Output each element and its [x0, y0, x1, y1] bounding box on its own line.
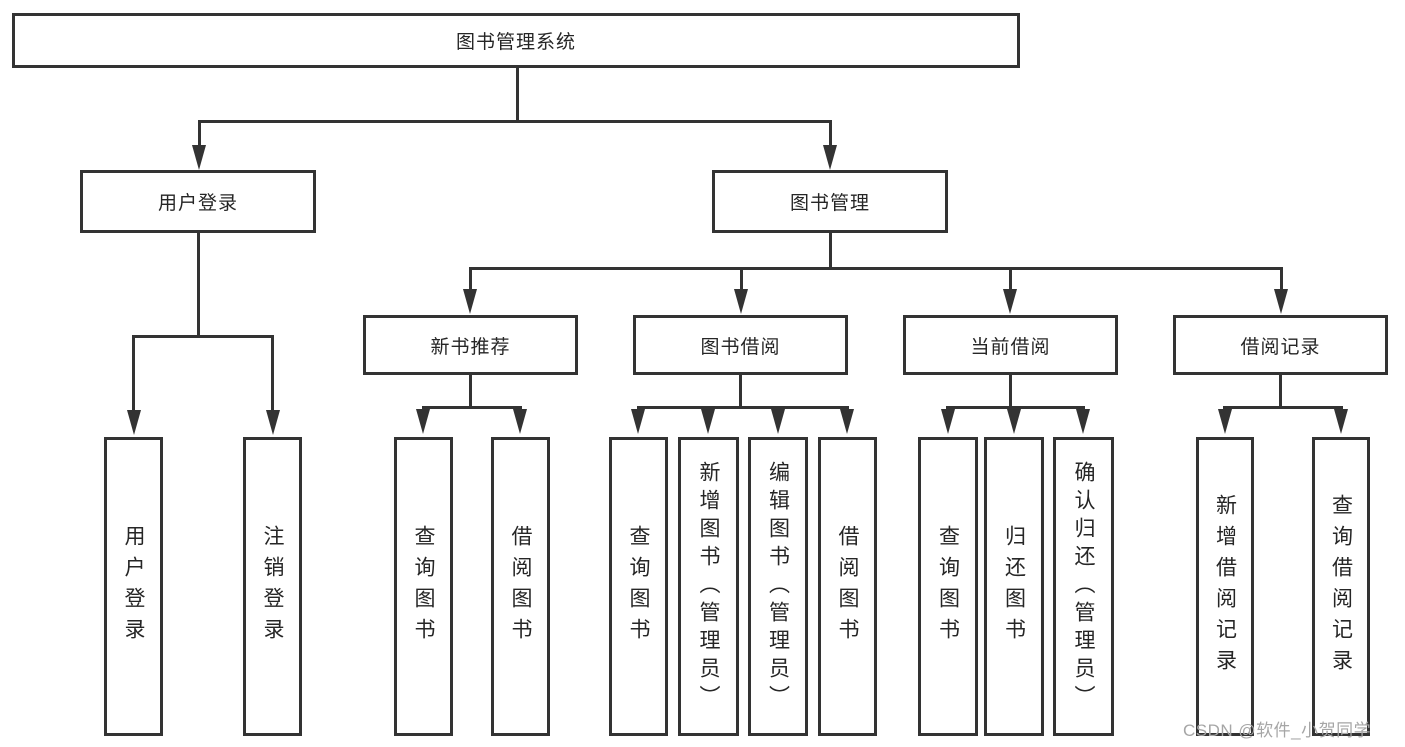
- leaf-borrow-query-books: 查询图书: [609, 437, 668, 736]
- connector-user-login-stub: [197, 233, 200, 337]
- node-book-borrow: 图书借阅: [633, 315, 848, 375]
- leaf-edit-books-admin: 编辑图书（管理员）: [748, 437, 808, 736]
- leaf-label: 注销登录: [261, 524, 285, 649]
- arrowhead-down-icon: [416, 409, 430, 434]
- arrowhead-down-icon: [513, 409, 527, 434]
- connector-root-stub: [516, 68, 519, 122]
- arrowhead-down-icon: [266, 410, 280, 435]
- arrowhead-down-icon: [192, 145, 206, 170]
- arrowhead-down-icon: [1007, 409, 1021, 434]
- connector-g2-rail: [637, 406, 849, 409]
- arrowhead-down-icon: [941, 409, 955, 434]
- node-new-book-rec: 新书推荐: [363, 315, 578, 375]
- connector-g4-rail: [1223, 406, 1343, 409]
- node-user-login: 用户登录: [80, 170, 316, 233]
- arrowhead-down-icon: [734, 289, 748, 314]
- arrowhead-down-icon: [1218, 409, 1232, 434]
- connector-new-book-rec-shaft: [469, 270, 472, 290]
- connector-level1-rail: [198, 120, 832, 123]
- arrowhead-down-icon: [631, 409, 645, 434]
- leaf-label: 查询图书: [936, 524, 960, 649]
- leaf-label: 借阅图书: [509, 524, 533, 649]
- node-book-mgmt: 图书管理: [712, 170, 948, 233]
- arrowhead-down-icon: [1076, 409, 1090, 434]
- connector-current-borrow-shaft: [1009, 270, 1012, 290]
- connector-g3-rail: [946, 406, 1085, 409]
- connector-book-mgmt-stub: [829, 233, 832, 269]
- arrowhead-down-icon: [771, 409, 785, 434]
- connector-g2-stub: [739, 375, 742, 408]
- leaf-label: 新增借阅记录: [1213, 493, 1237, 680]
- leaf-label: 编辑图书（管理员）: [766, 460, 790, 713]
- arrowhead-down-icon: [823, 145, 837, 170]
- arrowhead-down-icon: [701, 409, 715, 434]
- connector-g1-rail: [422, 406, 522, 409]
- arrowhead-down-icon: [127, 410, 141, 435]
- connector-g4-stub: [1279, 375, 1282, 408]
- leaf-logout: 注销登录: [243, 437, 302, 736]
- connector-user-login-rail: [132, 335, 274, 338]
- leaf-rec-query-books: 查询图书: [394, 437, 453, 736]
- connector-borrow-records-shaft: [1280, 270, 1283, 290]
- connector-logout-shaft: [271, 338, 274, 411]
- arrowhead-down-icon: [463, 289, 477, 314]
- leaf-borrow-borrow-books: 借阅图书: [818, 437, 877, 736]
- leaf-user-login: 用户登录: [104, 437, 163, 736]
- arrowhead-down-icon: [1334, 409, 1348, 434]
- leaf-return-books: 归还图书: [984, 437, 1044, 736]
- leaf-current-query-books: 查询图书: [918, 437, 978, 736]
- connector-book-mgmt-shaft: [829, 123, 832, 147]
- leaf-add-books-admin: 新增图书（管理员）: [678, 437, 739, 736]
- connector-book-borrow-shaft: [740, 270, 743, 290]
- arrowhead-down-icon: [1003, 289, 1017, 314]
- leaf-label: 查询图书: [627, 524, 651, 649]
- leaf-label: 用户登录: [122, 524, 146, 649]
- leaf-label: 新增图书（管理员）: [697, 460, 721, 713]
- arrowhead-down-icon: [840, 409, 854, 434]
- leaf-query-borrow-record: 查询借阅记录: [1312, 437, 1370, 736]
- leaf-label: 借阅图书: [836, 524, 860, 649]
- connector-level3-rail: [469, 267, 1283, 270]
- connector-user-login-shaft: [198, 123, 201, 147]
- leaf-label: 归还图书: [1002, 524, 1026, 649]
- node-current-borrow: 当前借阅: [903, 315, 1118, 375]
- leaf-label: 确认归还（管理员）: [1072, 460, 1096, 713]
- connector-g3-stub: [1009, 375, 1012, 408]
- leaf-label: 查询图书: [412, 524, 436, 649]
- arrowhead-down-icon: [1274, 289, 1288, 314]
- node-borrow-records: 借阅记录: [1173, 315, 1388, 375]
- leaf-label: 查询借阅记录: [1329, 493, 1353, 680]
- leaf-add-borrow-record: 新增借阅记录: [1196, 437, 1254, 736]
- csdn-watermark: CSDN @软件_小贺同学: [1183, 721, 1372, 740]
- node-root-system: 图书管理系统: [12, 13, 1020, 68]
- leaf-rec-borrow-books: 借阅图书: [491, 437, 550, 736]
- leaf-confirm-return-admin: 确认归还（管理员）: [1053, 437, 1114, 736]
- connector-g1-stub: [469, 375, 472, 408]
- connector-login-shaft: [132, 338, 135, 411]
